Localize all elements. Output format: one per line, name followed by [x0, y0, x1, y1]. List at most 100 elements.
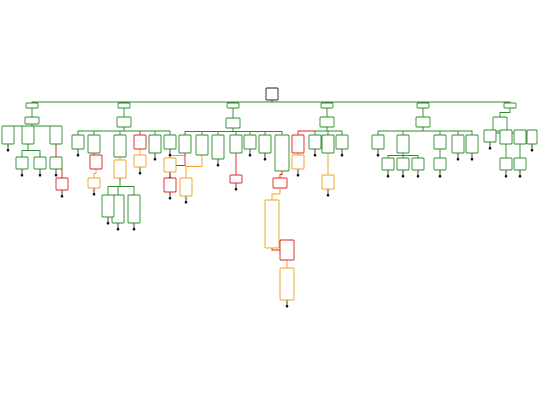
node-box-b2a2a [89, 154, 103, 170]
tree-node-b5a2a[interactable] [381, 157, 395, 171]
terminal-dot-b5a2a [386, 174, 390, 178]
edge-b6-b6a [499, 108, 511, 117]
node-box-b1a3 [49, 125, 63, 145]
tree-node-b2a5[interactable] [148, 134, 162, 154]
tree-node-b1a3b[interactable] [55, 177, 69, 191]
node-box-b6a3a [513, 157, 527, 171]
tree-node-b1a2b[interactable] [33, 156, 47, 170]
tree-node-b3a6[interactable] [274, 134, 290, 172]
tree-node-b6a2a[interactable] [499, 157, 513, 171]
tree-node-b5a4[interactable] [451, 134, 465, 154]
tree-node-b4a1a[interactable] [291, 154, 305, 170]
node-box-b3a7 [258, 134, 272, 154]
node-box-b5a2 [396, 134, 410, 154]
tree-node-b3a6a[interactable] [272, 177, 288, 189]
tree-node-b6[interactable] [503, 102, 517, 109]
tree-node-b6a3a[interactable] [513, 157, 527, 171]
node-box-b4a4 [335, 134, 349, 150]
terminal-dot-b3a6d [285, 304, 289, 308]
tree-node-b2a[interactable] [116, 116, 132, 128]
tree-node-b3a4a[interactable] [229, 174, 243, 184]
tree-node-b1a1[interactable] [1, 125, 15, 145]
tree-node-b2[interactable] [117, 102, 131, 109]
tree-node-b5a[interactable] [415, 116, 431, 128]
node-box-b1a2a [15, 156, 29, 170]
tree-node-b3a6b[interactable] [264, 199, 280, 249]
tree-node-b1a2a[interactable] [15, 156, 29, 170]
node-box-b1a2 [21, 125, 35, 145]
edge-b3a-b3a7 [232, 128, 266, 135]
tree-node-b5a5[interactable] [465, 134, 479, 154]
node-box-b4a3 [321, 134, 335, 154]
tree-node-b2a4a[interactable] [133, 154, 147, 168]
node-box-b3a6d [279, 267, 295, 301]
tree-node-b3a1[interactable] [178, 134, 192, 154]
tree-node-b2a3c[interactable] [127, 194, 141, 224]
tree-node-b6a[interactable] [492, 116, 508, 132]
tree-node-b3a6c[interactable] [279, 239, 295, 261]
tree-node-b3a5[interactable] [243, 134, 257, 150]
tree-node-b3a2a[interactable] [179, 177, 193, 197]
edge-b2a-b2a6 [123, 127, 171, 135]
tree-node-b4a1[interactable] [291, 134, 305, 154]
tree-node-b2a3a[interactable] [113, 159, 127, 179]
tree-node-b5a3a[interactable] [433, 157, 447, 171]
tree-node-b1a3a[interactable] [49, 156, 63, 170]
node-box-b5a2c [411, 157, 425, 171]
tree-node-b4a3[interactable] [321, 134, 335, 154]
tree-node-b3[interactable] [226, 102, 240, 109]
tree-node-b2a3[interactable] [113, 134, 127, 158]
tree-node-b3a[interactable] [225, 117, 241, 129]
tree-node-b4a3a[interactable] [321, 174, 335, 190]
tree-node-b1a3[interactable] [49, 125, 63, 145]
tree-node-b6a3[interactable] [513, 129, 527, 145]
terminal-dot-b6a2a [504, 174, 508, 178]
node-box-b5a3 [433, 134, 447, 150]
tree-node-b2a4[interactable] [133, 134, 147, 150]
tree-node-b2a2a[interactable] [89, 154, 103, 170]
tree-node-b4[interactable] [320, 102, 334, 109]
tree-node-b5[interactable] [416, 102, 430, 109]
tree-node-b2a1[interactable] [71, 134, 85, 150]
terminal-dot-b3a7 [263, 157, 267, 161]
edge-root-b3 [232, 100, 273, 103]
edge-b5a2-b5a2c [402, 153, 419, 158]
tree-node-b3a3[interactable] [211, 134, 225, 160]
tree-node-b3a7[interactable] [258, 134, 272, 154]
terminal-dot-b3a4a [234, 187, 238, 191]
tree-node-b2a2b[interactable] [87, 177, 101, 189]
tree-node-b4a4[interactable] [335, 134, 349, 150]
tree-node-b2a3d[interactable] [101, 194, 115, 218]
tree-node-b5a2b[interactable] [396, 157, 410, 171]
node-box-b4a3a [321, 174, 335, 190]
tree-node-b3a1a[interactable] [163, 157, 177, 173]
tree-node-b3a6d[interactable] [279, 267, 295, 301]
tree-node-b3a2[interactable] [195, 134, 209, 156]
node-box-b6a3 [513, 129, 527, 145]
node-box-b4a [319, 116, 335, 128]
tree-node-b4a[interactable] [319, 116, 335, 128]
tree-node-b6a2[interactable] [499, 129, 513, 145]
terminal-dot-b3a2a [184, 200, 188, 204]
tree-node-b3a1b[interactable] [163, 177, 177, 193]
node-box-b3a2 [195, 134, 209, 156]
tree-node-b1a[interactable] [24, 116, 40, 125]
tree-node-b2a2[interactable] [87, 134, 101, 154]
node-box-b2a3 [113, 134, 127, 158]
terminal-dot-b3a3 [216, 163, 220, 167]
tree-node-b1[interactable] [25, 102, 39, 109]
tree-node-b2a6[interactable] [163, 134, 177, 150]
node-box-b3a4 [229, 134, 243, 154]
terminal-dot-b2a6 [168, 153, 172, 157]
tree-node-b5a2c[interactable] [411, 157, 425, 171]
terminal-dot-b5a1 [376, 153, 380, 157]
tree-node-root[interactable] [265, 87, 279, 101]
tree-node-b5a1[interactable] [371, 134, 385, 150]
tree-node-b4a2[interactable] [308, 134, 322, 150]
tree-node-b5a2[interactable] [396, 134, 410, 154]
tree-node-b3a4[interactable] [229, 134, 243, 154]
tree-node-b6a4[interactable] [526, 129, 538, 145]
tree-node-b5a3[interactable] [433, 134, 447, 150]
tree-node-b1a2[interactable] [21, 125, 35, 145]
tree-node-b6a1[interactable] [483, 129, 497, 143]
